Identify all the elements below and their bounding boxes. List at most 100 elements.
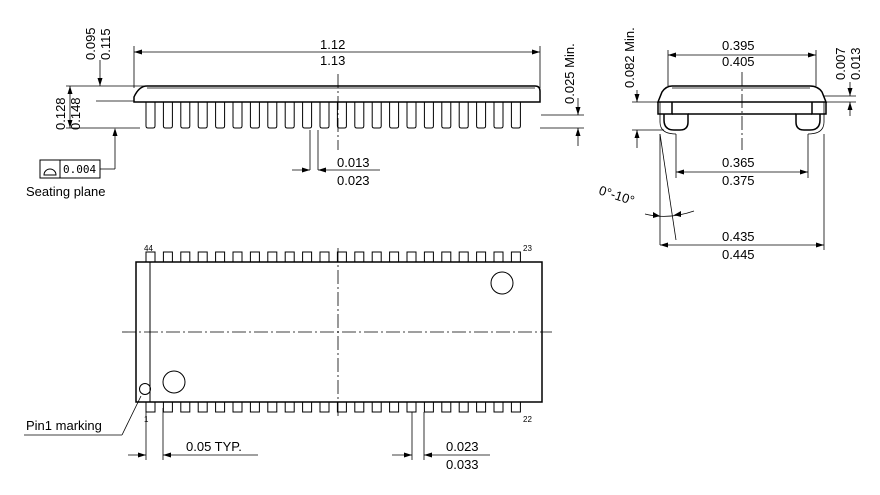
- pin-23-label: 23: [523, 244, 532, 253]
- seating-plane-label: Seating plane: [26, 184, 106, 199]
- padw-arrow-right: [424, 452, 432, 458]
- side-lead: [197, 102, 208, 129]
- lt-min-label: 0.007: [833, 47, 848, 80]
- bottom-pad: [249, 401, 260, 413]
- side-lead: [354, 102, 365, 129]
- lt-max-label: 0.013: [848, 47, 863, 80]
- standoff-label: 0.025 Min.: [562, 43, 577, 104]
- bottom-pad: [197, 401, 208, 413]
- side-lead: [371, 102, 382, 129]
- bottom-pad: [476, 401, 487, 413]
- top-pad: [284, 251, 295, 263]
- side-lead: [441, 102, 452, 129]
- os-arrow-right: [816, 242, 824, 248]
- flatness-arrow: [112, 128, 118, 136]
- top-pad: [336, 251, 347, 263]
- bottom-pad: [441, 401, 452, 413]
- side-lead: [232, 102, 243, 129]
- top-pad: [510, 251, 521, 263]
- pitch-label: 0.05 TYP.: [186, 439, 242, 454]
- top-pad: [267, 251, 278, 263]
- pin1-marking-dot: [139, 383, 151, 395]
- top-pad: [197, 251, 208, 263]
- angle-arrow-right: [674, 211, 681, 217]
- padw-min-label: 0.023: [446, 439, 479, 454]
- padw-max-label: 0.033: [446, 457, 479, 472]
- bottom-pad: [423, 401, 434, 413]
- top-pad: [406, 251, 417, 263]
- side-lead: [145, 102, 156, 129]
- side-lead: [319, 102, 330, 129]
- h-arrow-top: [634, 94, 640, 102]
- side-lead: [423, 102, 434, 129]
- angle-label: 0°-10°: [597, 183, 636, 209]
- end-lead-right-outer: [807, 102, 825, 135]
- side-body-outline: [133, 85, 541, 103]
- bottom-pad: [162, 401, 173, 413]
- top-pad: [354, 251, 365, 263]
- leadtop-max-label: 0.115: [98, 28, 113, 60]
- end-body-right-step: [811, 102, 827, 115]
- thick-arrow-bottom: [67, 120, 73, 128]
- angle-arrow-left: [653, 212, 660, 218]
- bw-min-label: 0.395: [722, 38, 755, 53]
- is-max-label: 0.375: [722, 173, 755, 188]
- side-lead: [389, 102, 400, 129]
- bottom-pad: [371, 401, 382, 413]
- bw-arrow-left: [668, 52, 676, 58]
- flatness-value: 0.004: [63, 163, 96, 176]
- side-lead: [476, 102, 487, 129]
- side-view: 1.12 1.13 0.095 0.115 0.128 0.148 0.025 …: [26, 27, 584, 199]
- side-lead: [302, 102, 313, 129]
- top-pad: [145, 251, 156, 263]
- side-lead: [267, 102, 278, 129]
- padw-arrow-left: [404, 452, 412, 458]
- top-pad: [441, 251, 452, 263]
- bottom-pad: [145, 401, 156, 413]
- bottom-pad: [510, 401, 521, 413]
- top-pads: [145, 251, 521, 263]
- leadw-min-label: 0.013: [337, 155, 370, 170]
- bottom-pad: [267, 401, 278, 413]
- leadtop-min-label: 0.095: [83, 27, 98, 60]
- leadw-arrow-left: [302, 167, 310, 173]
- pin-1-label: 1: [144, 415, 149, 424]
- side-lead: [406, 102, 417, 129]
- side-lead: [284, 102, 295, 129]
- angle-arc: [644, 210, 695, 217]
- pin1-marking-label: Pin1 marking: [26, 418, 102, 433]
- end-view: 0.395 0.405 0.082 Min. 0.007 0.013 0.365…: [597, 27, 863, 262]
- bottom-pad: [493, 401, 504, 413]
- is-arrow-left: [676, 169, 684, 175]
- end-body-left-step: [657, 102, 673, 115]
- side-lead: [336, 102, 347, 129]
- bottom-pad: [354, 401, 365, 413]
- standoff-arrow-bottom: [575, 128, 581, 136]
- top-pad: [319, 251, 330, 263]
- bottom-pad: [180, 401, 191, 413]
- lt-arrow-top: [847, 88, 853, 96]
- bottom-pad: [232, 401, 243, 413]
- top-pad: [389, 251, 400, 263]
- bw-max-label: 0.405: [722, 54, 755, 69]
- ejector-mark-bottom-left: [162, 370, 186, 394]
- top-pad: [215, 251, 226, 263]
- bottom-pad: [284, 401, 295, 413]
- os-arrow-left: [660, 242, 668, 248]
- length-max-label: 1.13: [320, 53, 345, 68]
- pitch-arrow-right: [163, 452, 171, 458]
- os-min-label: 0.435: [722, 229, 755, 244]
- leadw-arrow-right: [318, 167, 326, 173]
- thick-arrow-top: [67, 86, 73, 94]
- bottom-pad: [302, 401, 313, 413]
- angle-lead-line: [659, 133, 677, 241]
- leadtop-arrow: [97, 78, 103, 86]
- side-lead: [180, 102, 191, 129]
- side-leads: [145, 102, 521, 129]
- end-lead-left: [663, 113, 689, 131]
- length-min-label: 1.12: [320, 37, 345, 52]
- bottom-pad: [319, 401, 330, 413]
- side-lead: [215, 102, 226, 129]
- top-pad: [458, 251, 469, 263]
